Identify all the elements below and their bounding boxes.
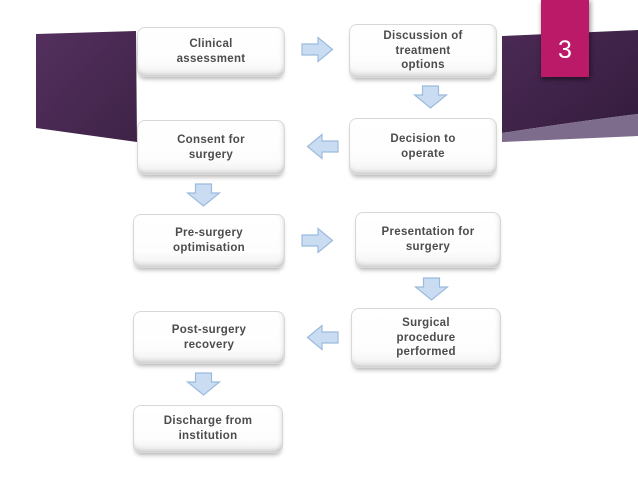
left-arrow-icon <box>306 133 339 160</box>
node-discussion-of-treatment-options: Discussion of treatment options <box>349 24 497 78</box>
node-surgical-procedure-performed: Surgical procedure performed <box>351 308 501 368</box>
node-discharge-from-institution: Discharge from institution <box>133 405 283 453</box>
right-arrow-icon <box>301 36 334 63</box>
left-purple-accent-panel <box>36 31 137 142</box>
node-clinical-assessment: Clinical assessment <box>137 27 285 77</box>
right-purple-ribbon-highlight <box>502 114 638 142</box>
right-arrow-icon <box>301 227 334 254</box>
node-presentation-for-surgery: Presentation for surgery <box>355 212 501 268</box>
down-arrow-icon <box>186 183 221 207</box>
page-number: 3 <box>558 36 572 64</box>
node-post-surgery-recovery: Post-surgery recovery <box>133 311 285 364</box>
left-arrow-icon <box>306 324 339 351</box>
down-arrow-icon <box>186 372 221 396</box>
page-number-tab: 3 <box>541 0 589 77</box>
node-decision-to-operate: Decision to operate <box>349 118 497 175</box>
node-consent-for-surgery: Consent for surgery <box>137 120 285 175</box>
down-arrow-icon <box>414 277 449 301</box>
down-arrow-icon <box>413 85 448 109</box>
node-pre-surgery-optimisation: Pre-surgery optimisation <box>133 214 285 268</box>
